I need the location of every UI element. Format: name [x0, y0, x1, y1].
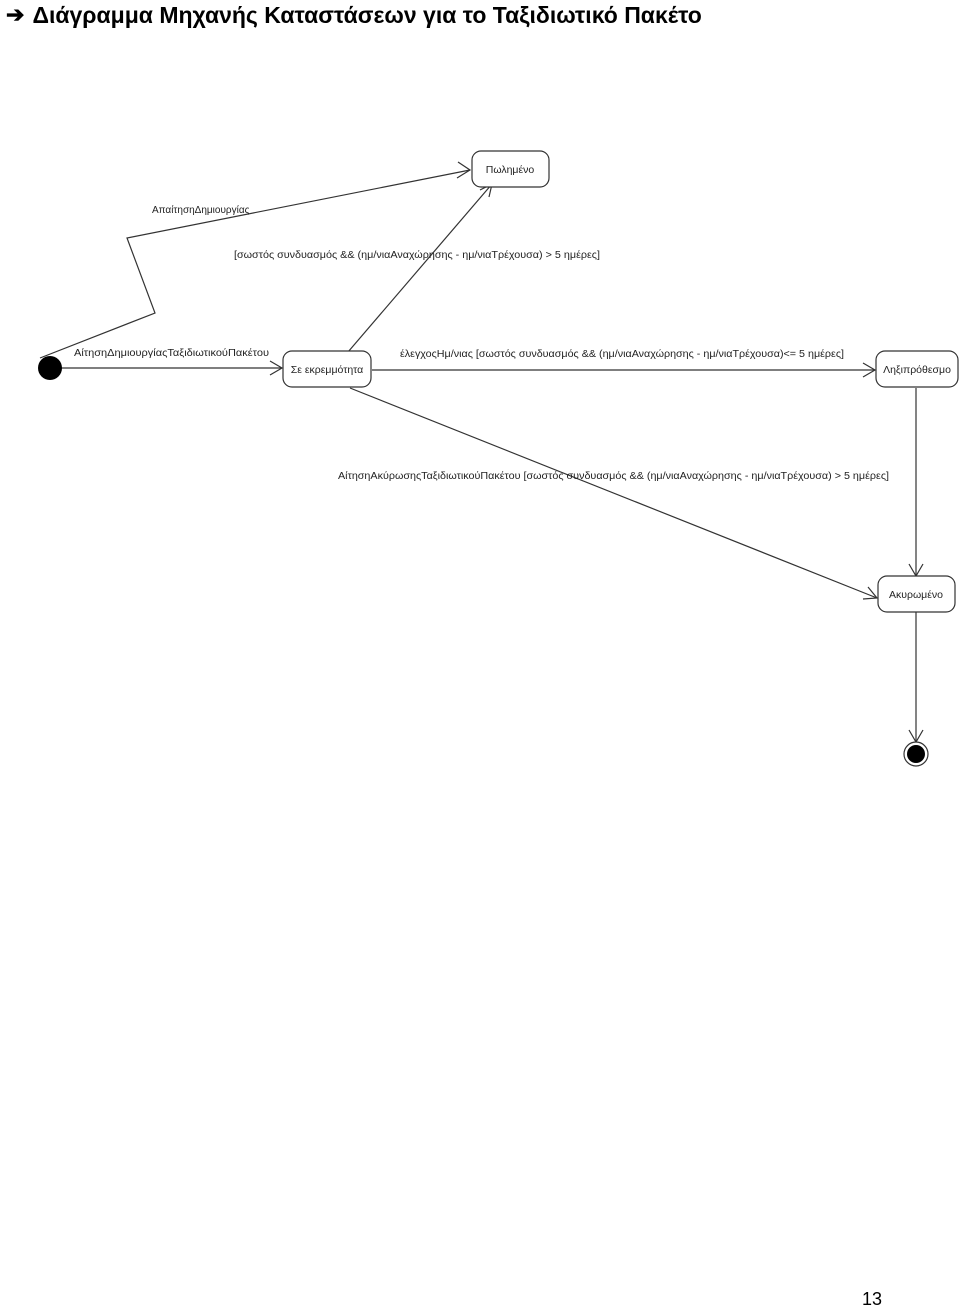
state-polimeno-label: Πωλημένο — [486, 164, 535, 176]
arrow-icon: ➔ — [6, 2, 25, 27]
label-guard-sold: [σωστός συνδυασμός && (ημ/νιαΑναχώρησης … — [234, 249, 600, 261]
label-check-date: έλεγχοςΗμ/νιας [σωστός συνδυασμός && (ημ… — [400, 348, 844, 360]
arrowhead-polimeno-1 — [456, 161, 472, 179]
label-creation-demand: ΑπαίτησηΔημιουργίας — [152, 204, 250, 216]
final-state-node — [907, 745, 925, 763]
state-ekremotita-label: Σε εκρεμμότητα — [291, 364, 364, 376]
state-polimeno: Πωλημένο — [471, 150, 550, 188]
state-ekremotita: Σε εκρεμμότητα — [282, 350, 372, 388]
label-create-request: ΑίτησηΔημιουργίαςΤαξιδιωτικούΠακέτου — [74, 347, 269, 359]
page-number: 13 — [862, 1289, 883, 1309]
arrowhead-akyromeno-1 — [862, 586, 879, 600]
state-akyromeno-label: Ακυρωμένο — [889, 589, 943, 601]
label-cancel-request: ΑίτησηΑκύρωσηςΤαξιδιωτικούΠακέτου [σωστό… — [338, 470, 889, 482]
page-heading: ➔ Διάγραμμα Μηχανής Καταστάσεων για το Τ… — [6, 0, 702, 30]
transition-cancel-line — [349, 387, 878, 599]
arrowhead-lixiprothesmo — [862, 362, 877, 378]
state-lixiprothesmo: Ληξιπρόθεσμο — [875, 350, 959, 388]
initial-state-node — [38, 356, 62, 380]
heading-title: Διάγραμμα Μηχανής Καταστάσεων για το Ταξ… — [32, 1, 702, 28]
transition-creation-demand-line — [39, 169, 471, 359]
state-lixiprothesmo-label: Ληξιπρόθεσμο — [883, 364, 951, 376]
transition-to-sold-line — [347, 183, 493, 353]
arrowhead-ekremotita — [269, 360, 284, 376]
state-machine-diagram: Πωλημένο Σε εκρεμμότητα Ληξιπρόθεσμο Ακυ… — [38, 150, 959, 767]
state-akyromeno: Ακυρωμένο — [877, 575, 956, 613]
